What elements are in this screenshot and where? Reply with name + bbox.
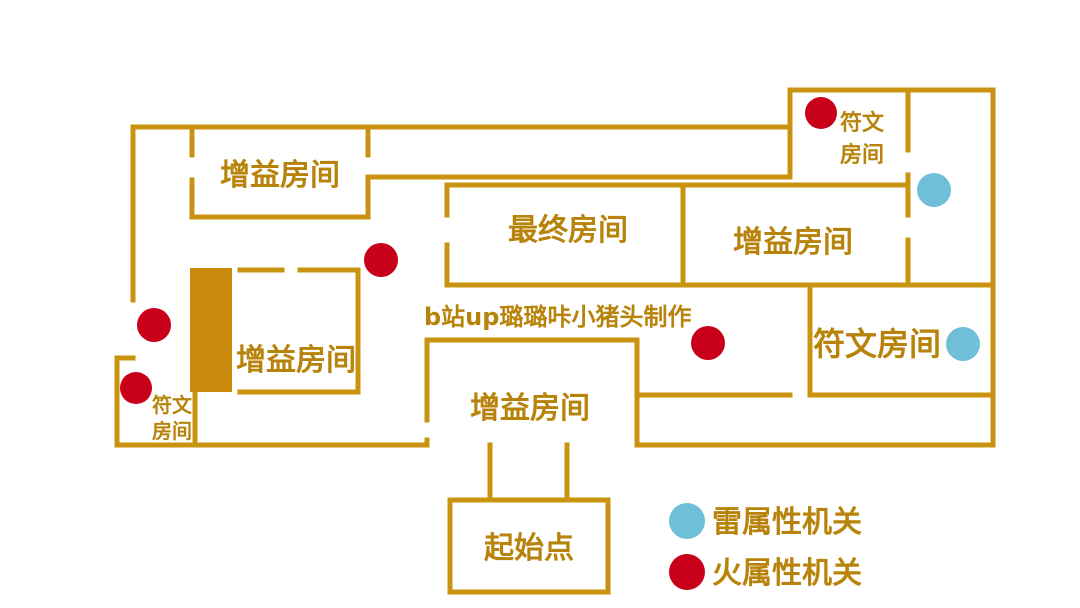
legend-fire-label: 火属性机关: [712, 556, 862, 591]
author-watermark: b站up璐璐咔小猪头制作: [424, 303, 691, 331]
room-label-final: 最终房间: [508, 213, 628, 248]
room-label-start: 起始点: [484, 531, 574, 566]
legend: 雷属性机关 火属性机关: [669, 503, 862, 591]
room-label-rune-left-line1: 符文: [152, 393, 193, 417]
room-label-rune-right: 符文房间: [813, 325, 941, 363]
room-label-buff-center: 增益房间: [470, 391, 590, 426]
fire-switch-marker: [137, 308, 171, 342]
legend-thunder-swatch: [669, 503, 705, 539]
legend-fire-swatch: [669, 554, 705, 590]
fire-switch-marker: [364, 243, 398, 277]
legend-thunder-label: 雷属性机关: [712, 505, 862, 540]
fire-switch-marker: [805, 97, 837, 129]
fire-switch-marker: [120, 372, 152, 404]
room-label-buff-top-left: 增益房间: [220, 158, 340, 193]
room-label-buff-middle-left: 增益房间: [236, 343, 356, 378]
map-walls: [114, 87, 996, 595]
room-label-buff-right: 增益房间: [733, 225, 853, 260]
thunder-switch-marker: [917, 173, 951, 207]
pillar-block: [190, 268, 232, 392]
room-label-rune-top-right-line2: 房间: [840, 142, 884, 168]
fire-switch-marker: [691, 326, 725, 360]
room-label-rune-left-line2: 房间: [152, 419, 192, 443]
thunder-switch-marker: [946, 327, 980, 361]
room-label-rune-top-right-line1: 符文: [840, 110, 885, 136]
